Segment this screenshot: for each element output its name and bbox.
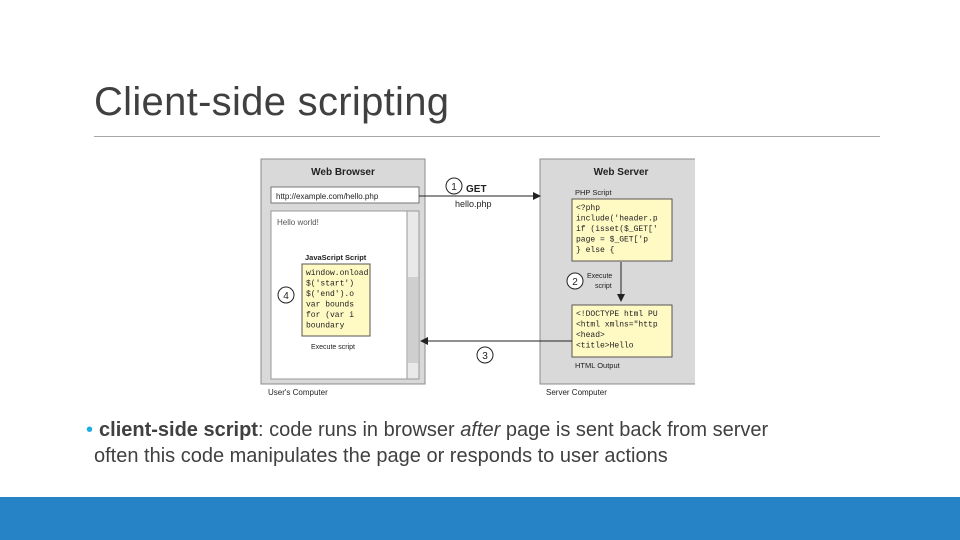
server-computer-label: Server Computer <box>546 388 607 397</box>
step3-circle <box>476 346 494 364</box>
code-line: window.onload <box>306 269 369 278</box>
code-line: <?php <box>576 204 600 213</box>
scrollbar-thumb[interactable] <box>408 277 418 363</box>
users-computer-label: User's Computer <box>268 388 328 397</box>
step1-circle <box>445 177 463 195</box>
php-code-box <box>571 198 673 262</box>
code-line: $('start') <box>306 280 354 289</box>
code-line: <html xmlns="http <box>576 321 658 330</box>
php-script-label: PHP Script <box>575 188 612 197</box>
page-hello-text: Hello world! <box>277 218 319 227</box>
code-line: <title>Hello <box>576 342 634 351</box>
bullet-icon: • <box>86 419 94 441</box>
bullet-item: •client-side script: code runs in browse… <box>86 417 768 443</box>
step3-number: 3 <box>482 351 488 362</box>
bullet-text-2: page is sent back from server <box>500 419 769 441</box>
step2-number: 2 <box>572 277 578 288</box>
bullet-emphasis: after <box>460 419 501 441</box>
html-code-lines: <!DOCTYPE html PU <html xmlns="http <head… <box>576 310 658 351</box>
step2-label: Execute <box>587 273 612 280</box>
js-script-label: JavaScript Script <box>305 253 367 262</box>
server-title: Web Server <box>594 167 649 178</box>
html-code-box <box>571 304 673 358</box>
execute-script-label: Execute script <box>311 344 355 351</box>
code-line: for (var i <box>306 311 354 320</box>
title-divider <box>94 136 880 137</box>
step4-circle <box>277 286 295 304</box>
js-code-lines: window.onload $('start')$('end').o var bou… <box>306 269 369 331</box>
browser-title: Web Browser <box>311 167 375 178</box>
step4-number: 4 <box>283 291 289 302</box>
step2-sub: script <box>595 283 612 290</box>
step1-label: GET <box>466 184 487 195</box>
client-server-diagram: Web Browser http://example.com/hello.php… <box>260 158 695 397</box>
code-line: include('header.p <box>576 215 658 224</box>
slide-body: •client-side script: code runs in browse… <box>86 417 768 469</box>
step1-number: 1 <box>451 182 457 193</box>
js-code-box <box>301 263 371 337</box>
slide-title: Client-side scripting <box>94 80 450 124</box>
body-line-2: often this code manipulates the page or … <box>94 445 668 467</box>
code-line: } else { <box>576 246 615 255</box>
code-line: $('end').o <box>306 290 354 299</box>
footer-bar <box>0 497 960 540</box>
code-line: if (isset($_GET[' <box>576 225 658 234</box>
code-line: <head> <box>576 331 605 340</box>
html-output-label: HTML Output <box>575 361 621 370</box>
step1-sub: hello.php <box>455 199 492 209</box>
bullet-term: client-side script <box>99 419 258 441</box>
bullet-text-1: : code runs in browser <box>257 419 461 441</box>
code-line: <!DOCTYPE html PU <box>576 310 658 319</box>
step2-circle <box>566 272 584 290</box>
code-line: boundary <box>306 322 345 331</box>
code-line: page = $_GET['p <box>576 236 648 245</box>
url-text: http://example.com/hello.php <box>276 192 379 201</box>
code-line: var bounds <box>306 301 354 310</box>
url-bar[interactable] <box>270 186 420 204</box>
